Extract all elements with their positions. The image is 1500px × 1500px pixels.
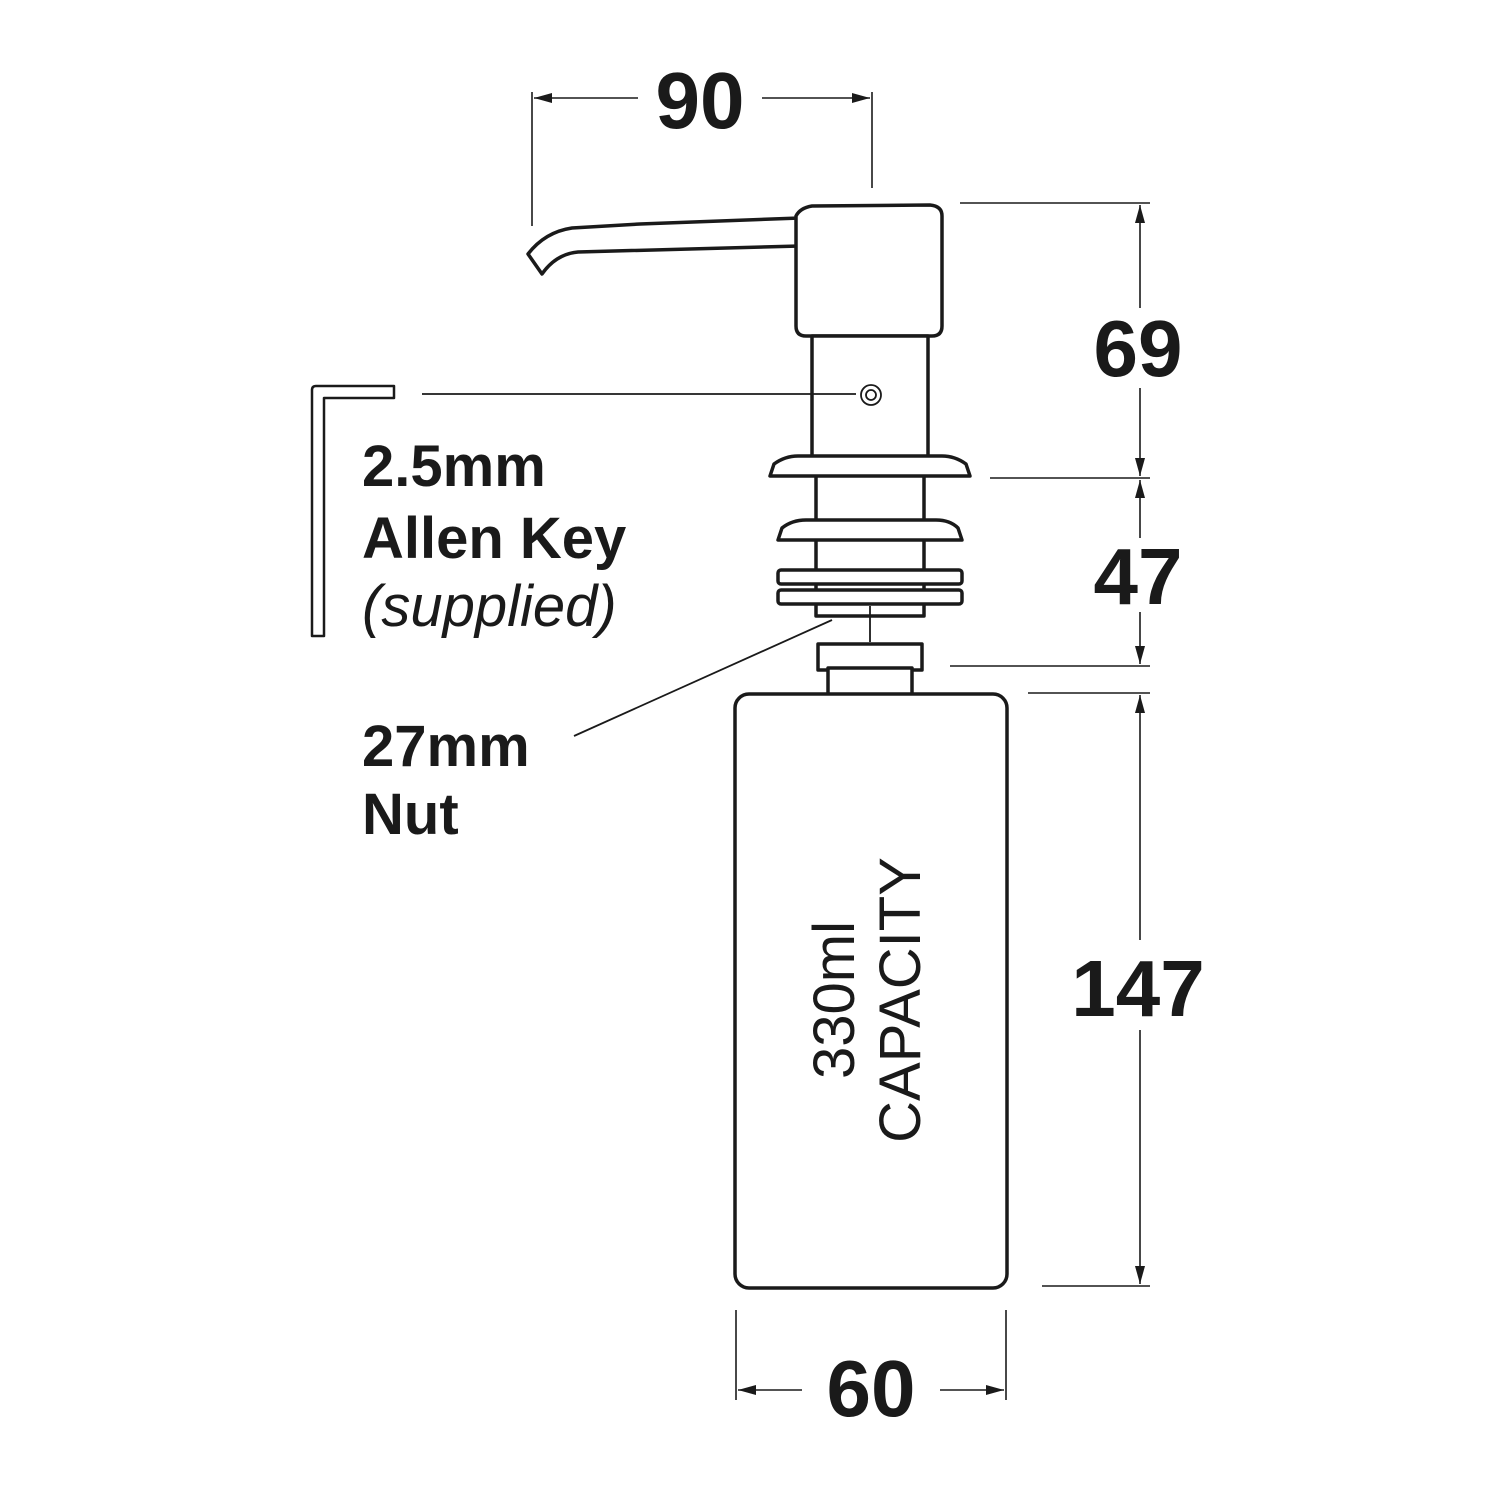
nut-name: Nut (362, 782, 459, 847)
washer-lower (776, 588, 964, 606)
dimension-collar-height (950, 480, 1150, 667)
capacity-value: 330ml (802, 921, 867, 1079)
pump-head (526, 203, 944, 462)
dimension-bottle-height (1028, 692, 1150, 1287)
nut-size: 27mm (362, 714, 530, 779)
grub-screw-icon (860, 384, 882, 406)
retaining-nut (816, 642, 924, 672)
allen-key-name: Allen Key (362, 506, 626, 571)
mounting-collar (768, 454, 972, 698)
nut-leader (573, 619, 833, 737)
middle-flange (776, 518, 964, 542)
soap-bottle (733, 692, 1009, 1290)
washer-upper (776, 568, 964, 586)
bottle-neck (826, 666, 914, 698)
allen-key-size: 2.5mm (362, 434, 546, 499)
bottle-width-value: 60 (827, 1344, 916, 1433)
pump-cap (794, 203, 944, 338)
allen-key-icon (310, 384, 396, 638)
top-flange (768, 454, 972, 478)
dimension-head-height (960, 202, 1150, 479)
collar-height-value: 47 (1094, 532, 1183, 621)
allen-key-note: (supplied) (362, 574, 617, 639)
dimension-bottle-width (735, 1310, 1007, 1400)
dimension-spout-reach (531, 92, 873, 226)
capacity-word: CAPACITY (868, 857, 933, 1143)
head-height-value: 69 (1094, 304, 1183, 393)
spout-reach-value: 90 (656, 56, 745, 145)
bottle-height-value: 147 (1071, 944, 1204, 1033)
spout (526, 216, 802, 276)
pump-stem (810, 334, 930, 462)
capacity-label: 330ml CAPACITY (802, 857, 933, 1143)
